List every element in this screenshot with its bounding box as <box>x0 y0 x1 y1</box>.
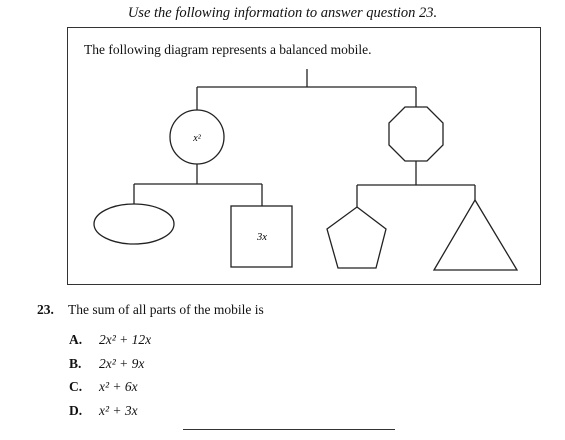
question-number: 23. <box>37 302 54 317</box>
answer-line <box>183 429 395 430</box>
circle-label: x² <box>192 133 201 144</box>
choice-letter: B. <box>69 356 82 371</box>
square-label: 3x <box>256 232 267 243</box>
choice-expression: 2x² + 9x <box>99 356 145 371</box>
ellipse-shape <box>93 203 175 245</box>
square-shape <box>230 205 293 268</box>
choice-c[interactable]: C. x² + 6x <box>69 378 138 396</box>
choice-letter: C. <box>69 379 83 394</box>
question-23: 23. The sum of all parts of the mobile is <box>37 301 264 319</box>
triangle-shape <box>432 198 519 271</box>
question-text: The sum of all parts of the mobile is <box>68 302 264 317</box>
choice-a[interactable]: A. 2x² + 12x <box>69 331 151 349</box>
choice-d[interactable]: D. x² + 3x <box>69 402 138 420</box>
octagon-shape <box>388 106 444 162</box>
information-box: The following diagram represents a balan… <box>67 27 541 285</box>
choice-b[interactable]: B. 2x² + 9x <box>69 355 144 373</box>
choice-expression: x² + 3x <box>99 403 138 418</box>
choice-expression: 2x² + 12x <box>99 332 152 347</box>
page-heading: Use the following information to answer … <box>127 5 438 21</box>
diagram-intro: The following diagram represents a balan… <box>84 42 372 57</box>
mobile-diagram: x² 3x <box>93 69 519 271</box>
choice-letter: A. <box>69 332 83 347</box>
choice-expression: x² + 6x <box>99 379 138 394</box>
pentagon-shape <box>326 206 387 269</box>
choice-letter: D. <box>69 403 83 418</box>
